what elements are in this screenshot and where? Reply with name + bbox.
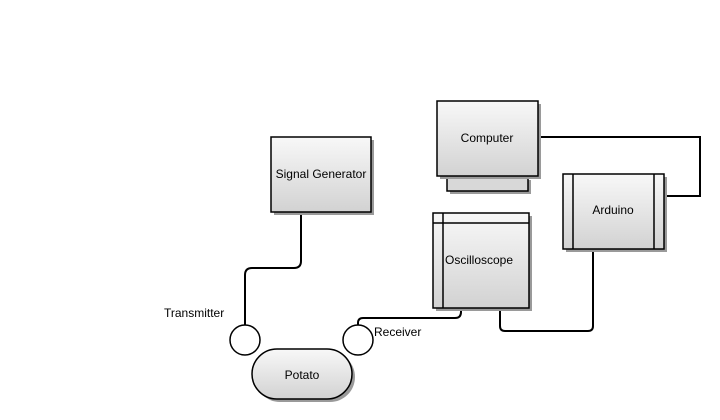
receiver-circle <box>342 324 374 356</box>
node-box <box>562 173 665 250</box>
transmitter-label: Transmitter <box>164 306 224 320</box>
computer-label: Computer <box>461 131 514 145</box>
oscilloscope-label: Oscilloscope <box>445 253 513 267</box>
arduino-node[interactable]: Arduino <box>562 173 667 252</box>
node-box <box>436 100 539 177</box>
node-box <box>251 348 353 400</box>
wire-computer-arduino <box>538 136 701 197</box>
computer-stack-back <box>446 176 529 192</box>
receiver-node[interactable]: Receiver <box>342 324 421 356</box>
wire-oscilloscope-arduino <box>499 249 594 332</box>
node-box <box>270 136 372 213</box>
arduino-label: Arduino <box>592 203 634 217</box>
potato-node[interactable]: Potato <box>251 348 355 402</box>
oscilloscope-node[interactable]: Oscilloscope <box>432 212 532 311</box>
potato-label: Potato <box>285 368 320 382</box>
signal-generator-node[interactable]: Signal Generator <box>270 136 374 215</box>
signal-generator-label: Signal Generator <box>276 167 367 181</box>
transmitter-circle <box>229 324 261 356</box>
connectors <box>244 136 701 332</box>
receiver-label: Receiver <box>374 325 421 339</box>
wire-receiver-oscilloscope <box>357 308 462 325</box>
node-box <box>432 212 530 309</box>
wire-signal-generator-transmitter <box>244 213 302 325</box>
transmitter-node[interactable]: Transmitter <box>164 306 261 356</box>
computer-node[interactable]: Computer <box>436 100 541 194</box>
